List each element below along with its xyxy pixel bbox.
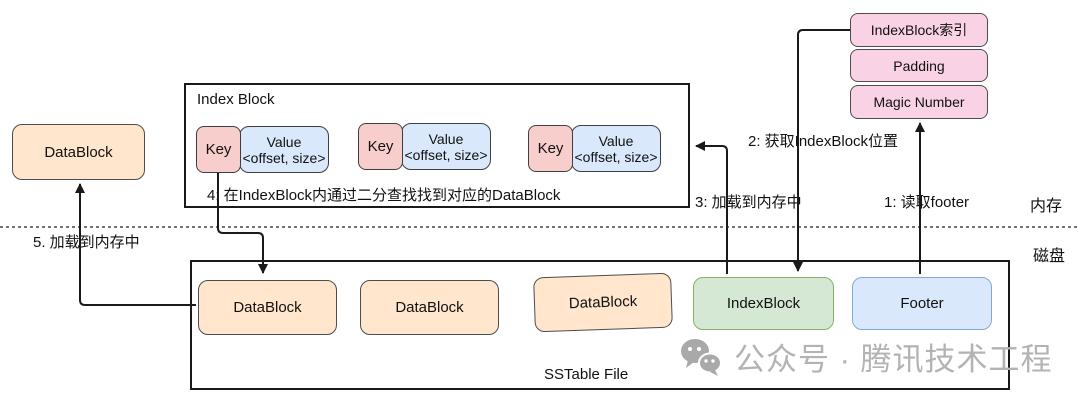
footer-stack-padding: Padding xyxy=(850,49,988,82)
value-detail: <offset, size> xyxy=(404,146,488,163)
value-detail: <offset, size> xyxy=(574,148,658,165)
key-label: Key xyxy=(367,138,394,155)
sstable-datablock-2: DataBlock xyxy=(360,280,499,335)
datablock-label: DataBlock xyxy=(233,299,302,316)
step5-label: 5. 加载到内存中 xyxy=(33,234,140,251)
wechat-icon xyxy=(681,338,722,376)
key-label: Key xyxy=(205,141,232,158)
datablock-label: DataBlock xyxy=(395,299,464,316)
value-label: Value xyxy=(266,133,302,150)
footer-stack-label: Magic Number xyxy=(873,94,965,110)
footer-stack-label: Padding xyxy=(893,57,945,74)
footer-stack-indexblock-index: IndexBlock索引 xyxy=(850,13,988,47)
index-block-title: Index Block xyxy=(197,91,275,108)
index-entry-key: Key xyxy=(196,126,241,173)
disk-region-label: 磁盘 xyxy=(1033,248,1066,265)
sstable-indexblock: IndexBlock xyxy=(693,277,834,330)
sstable-datablock-3: DataBlock xyxy=(533,272,673,333)
memory-datablock: DataBlock xyxy=(12,124,145,180)
sstable-file-label: SSTable File xyxy=(544,366,629,383)
value-label: Value xyxy=(428,130,464,147)
memory-datablock-label: DataBlock xyxy=(44,143,113,161)
footer-label: Footer xyxy=(900,295,944,312)
value-label: Value xyxy=(598,132,634,149)
indexblock-label: IndexBlock xyxy=(726,295,801,312)
sstable-file-container: DataBlock DataBlock DataBlock IndexBlock… xyxy=(190,260,1010,390)
index-entry: Key Value <offset, size> xyxy=(528,125,661,172)
footer-stack-magic-number: Magic Number xyxy=(850,85,988,119)
datablock-label: DataBlock xyxy=(568,292,638,313)
sstable-datablock-1: DataBlock xyxy=(198,280,337,335)
sstable-footer: Footer xyxy=(852,277,992,330)
key-label: Key xyxy=(537,140,564,157)
step4-label: 4: 在IndexBlock内通过二分查找找到对应的DataBlock xyxy=(207,187,561,204)
index-entry-value: Value <offset, size> xyxy=(239,126,329,173)
footer-stack-label: IndexBlock索引 xyxy=(870,22,968,38)
index-block-container: Index Block Key Value <offset, size> Key… xyxy=(184,83,690,208)
index-entry-value: Value <offset, size> xyxy=(401,123,491,170)
memory-region-label: 内存 xyxy=(1030,198,1063,215)
step1-label: 1: 读取footer xyxy=(884,194,970,211)
index-entry: Key Value <offset, size> xyxy=(358,123,491,170)
step3-label: 3: 加载到内存中 xyxy=(695,194,802,211)
index-entry: Key Value <offset, size> xyxy=(196,126,329,173)
step2-label: 2: 获取IndexBlock位置 xyxy=(748,133,899,150)
index-entry-key: Key xyxy=(358,123,403,170)
watermark: 公众号 · 腾讯技术工程 xyxy=(680,334,1053,379)
index-entry-value: Value <offset, size> xyxy=(571,125,661,172)
value-detail: <offset, size> xyxy=(242,149,326,166)
watermark-text: 公众号 · 腾讯技术工程 xyxy=(734,342,1053,377)
index-entry-key: Key xyxy=(528,125,573,172)
